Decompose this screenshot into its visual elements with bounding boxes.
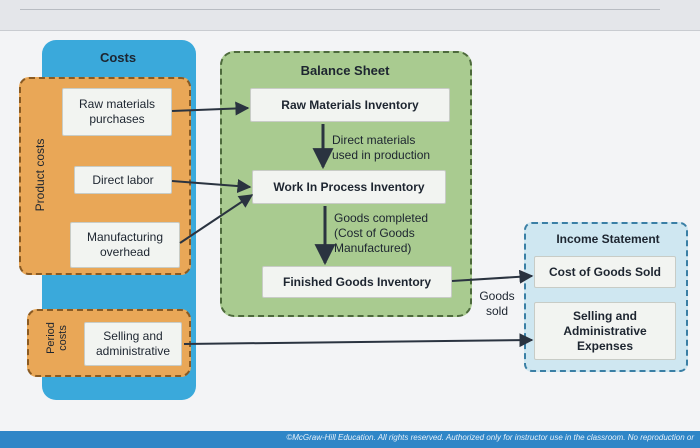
raw-materials-inventory-box: Raw Materials Inventory <box>250 88 450 122</box>
income-statement-heading: Income Statement <box>556 232 660 246</box>
balance-sheet-heading: Balance Sheet <box>300 63 390 78</box>
top-rule <box>20 9 660 10</box>
arrow-selling-admin-to-expenses <box>183 333 534 348</box>
costs-heading: Costs <box>99 50 137 65</box>
direct-materials-used-label: Direct materials used in production <box>332 133 431 162</box>
raw-materials-purchases-label: Raw materials purchases <box>78 97 156 126</box>
arrow-purchases-to-raw-inventory <box>171 101 250 116</box>
cost-of-goods-sold-box: Cost of Goods Sold <box>534 256 676 288</box>
direct-labor-label: Direct labor <box>92 172 154 187</box>
goods-sold-label: Goods sold <box>479 289 515 318</box>
raw-materials-inventory-label: Raw Materials Inventory <box>281 97 419 112</box>
arrow-direct-labor-to-wip <box>171 179 252 194</box>
copyright-notice: ©McGraw-Hill Education. All rights reser… <box>286 433 694 442</box>
finished-goods-inventory-box: Finished Goods Inventory <box>262 266 452 298</box>
selling-admin-label: Selling and administrative <box>95 329 171 358</box>
arrow-finished-to-cogs <box>451 269 534 284</box>
arrow-overhead-to-wip <box>179 194 254 244</box>
goods-completed-label: Goods completed (Cost of Goods Manufactu… <box>334 211 429 255</box>
direct-labor-box: Direct labor <box>74 166 172 194</box>
manufacturing-overhead-label: Manufacturing overhead <box>86 230 164 259</box>
selling-admin-expenses-label: Selling and Administrative Expenses <box>563 308 647 353</box>
footer-bar: ©McGraw-Hill Education. All rights reser… <box>0 431 700 448</box>
work-in-process-inventory-label: Work In Process Inventory <box>273 179 425 194</box>
cost-of-goods-sold-label: Cost of Goods Sold <box>549 264 661 279</box>
selling-admin-expenses-box: Selling and Administrative Expenses <box>534 302 676 360</box>
finished-goods-inventory-label: Finished Goods Inventory <box>282 274 431 289</box>
top-strip <box>0 0 700 31</box>
raw-materials-purchases-box: Raw materials purchases <box>62 88 172 136</box>
selling-admin-box: Selling and administrative <box>84 322 182 366</box>
work-in-process-inventory-box: Work In Process Inventory <box>252 170 446 204</box>
manufacturing-overhead-box: Manufacturing overhead <box>70 222 180 268</box>
